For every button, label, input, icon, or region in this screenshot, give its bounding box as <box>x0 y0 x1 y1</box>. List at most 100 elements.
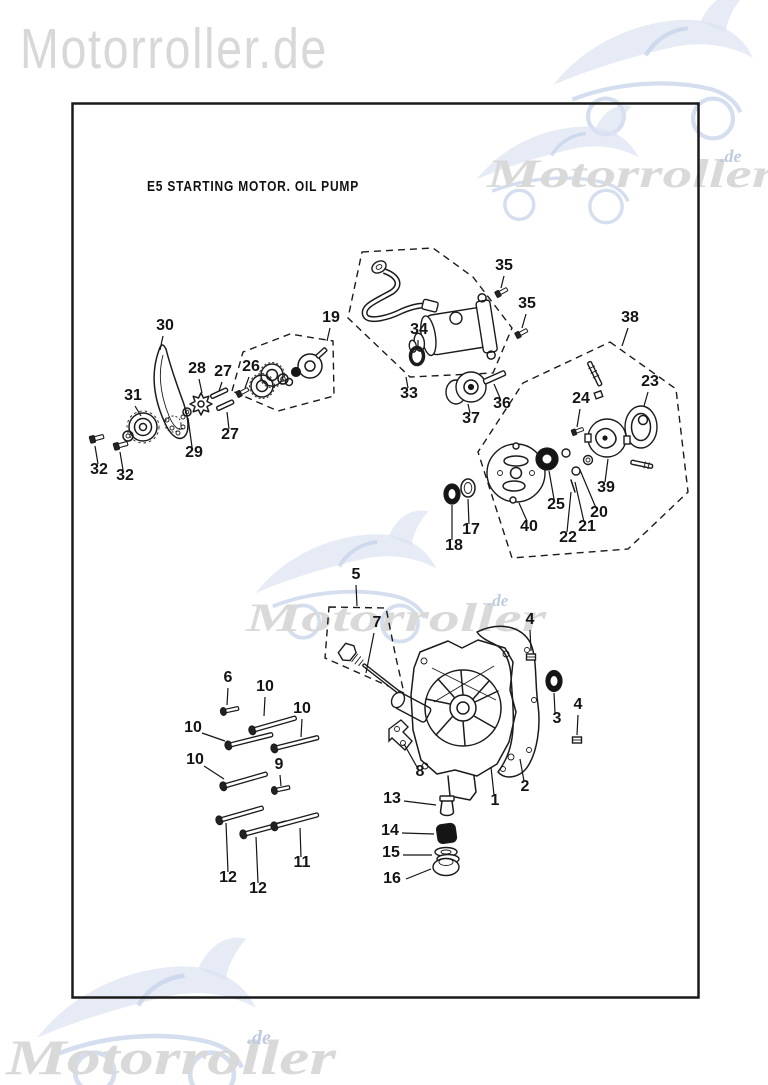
part-label-11: 11 <box>294 854 311 871</box>
watermark-middle-de: .de <box>488 591 509 610</box>
leader-line-5 <box>355 584 358 607</box>
leader-line-4 <box>576 714 579 736</box>
group-starter-motor-33 <box>347 247 513 378</box>
leader-line-32 <box>119 451 124 471</box>
leader-line-37 <box>467 403 471 414</box>
part-bolt-10a <box>247 712 299 737</box>
group-oil-pump-38 <box>477 341 689 559</box>
part-ring-17 <box>460 478 476 498</box>
part-label-20: 20 <box>590 504 608 521</box>
watermark-middle: Motorroller <box>244 595 546 640</box>
part-nut-4a <box>525 653 537 661</box>
leader-line-35 <box>500 275 505 289</box>
part-label-16: 16 <box>383 870 401 887</box>
part-cover-23 <box>624 405 658 449</box>
part-label-22: 22 <box>559 529 577 546</box>
part-plug-13 <box>439 795 455 817</box>
leader-line-10 <box>201 732 226 742</box>
part-label-37: 37 <box>462 410 480 427</box>
part-label-12: 12 <box>219 869 237 886</box>
part-label-6: 6 <box>224 669 233 686</box>
part-label-10: 10 <box>186 751 204 768</box>
part-seal-3 <box>545 669 563 693</box>
part-label-29: 29 <box>185 444 203 461</box>
leader-line-3 <box>553 692 556 714</box>
leader-line-2 <box>519 758 525 782</box>
motor-body <box>408 293 498 360</box>
part-oring-34 <box>408 345 426 367</box>
leader-lines <box>94 275 649 884</box>
part-gear-37 <box>445 371 487 405</box>
part-label-34: 34 <box>410 321 428 338</box>
part-label-8: 8 <box>416 763 425 780</box>
part-bolt-10b <box>269 732 321 755</box>
part-plate-40 <box>486 442 546 504</box>
part-label-3: 3 <box>553 710 562 727</box>
part-label-10: 10 <box>256 678 274 695</box>
part-rotor-25 <box>535 447 559 471</box>
diagram-title: E5 STARTING MOTOR. OIL PUMP <box>147 178 359 195</box>
watermark-box-top-right-de: .de <box>720 146 742 166</box>
leader-line-33 <box>405 376 409 389</box>
part-label-13: 13 <box>383 790 401 807</box>
leader-line-19 <box>326 327 331 342</box>
leader-line-7 <box>365 632 375 674</box>
part-label-36: 36 <box>493 395 511 412</box>
leader-line-30 <box>159 335 164 351</box>
part-bolt-10c <box>223 729 275 752</box>
part-label-1: 1 <box>491 792 500 809</box>
part-pin-27a <box>209 387 229 400</box>
leader-line-25 <box>548 470 555 500</box>
group-dipstick-5 <box>324 606 405 695</box>
part-label-23: 23 <box>641 373 659 390</box>
part-bolt-12a <box>214 802 266 827</box>
leader-line-4 <box>529 629 532 652</box>
part-label-9: 9 <box>275 756 284 773</box>
part-label-27: 27 <box>214 363 232 380</box>
part-label-4: 4 <box>574 696 583 713</box>
part-bolt-32a <box>88 432 105 444</box>
leader-line-27 <box>218 381 223 392</box>
part-washer-29 <box>182 407 192 417</box>
cable-connector <box>371 260 387 274</box>
part-bolt-10d <box>218 768 270 793</box>
part-dipstick-7 <box>337 642 400 694</box>
leader-line-32 <box>94 445 99 465</box>
part-bolt-21 <box>582 454 594 466</box>
part-nut-20 <box>561 448 571 458</box>
part-seal-18 <box>443 483 461 505</box>
part-bolt-24 <box>570 425 585 437</box>
part-pin-27b <box>215 399 235 412</box>
leader-line-14 <box>401 832 435 835</box>
part-label-10: 10 <box>293 700 311 717</box>
leader-line-23 <box>643 391 649 407</box>
leader-line-13 <box>403 800 437 806</box>
part-nut-4b <box>571 736 583 744</box>
part-label-21: 21 <box>578 518 596 535</box>
leader-line-17 <box>467 498 470 525</box>
part-label-25: 25 <box>547 496 565 513</box>
part-label-10: 10 <box>184 719 202 736</box>
watermark-top: Motorroller.de <box>20 17 328 81</box>
part-label-24: 24 <box>572 390 590 407</box>
leader-line-27 <box>226 411 230 430</box>
part-label-27: 27 <box>221 426 239 443</box>
part-label-4: 4 <box>526 611 535 628</box>
exploded-parts-drawing <box>88 247 689 877</box>
leader-line-24 <box>576 408 581 428</box>
part-washer-22 <box>571 466 581 476</box>
part-spring-14 <box>435 822 458 845</box>
part-bolt-6 <box>219 703 241 717</box>
part-gear-28 <box>189 392 213 416</box>
part-label-18: 18 <box>445 537 463 554</box>
part-chain-30 <box>153 344 189 440</box>
leader-line-16 <box>405 868 432 880</box>
leader-line-38 <box>621 327 629 347</box>
leader-line-1 <box>490 766 495 796</box>
leader-line-12 <box>225 822 229 873</box>
leader-line-20 <box>579 469 597 509</box>
part-bolt-32b <box>112 439 129 451</box>
part-bolt-35b <box>514 326 530 340</box>
